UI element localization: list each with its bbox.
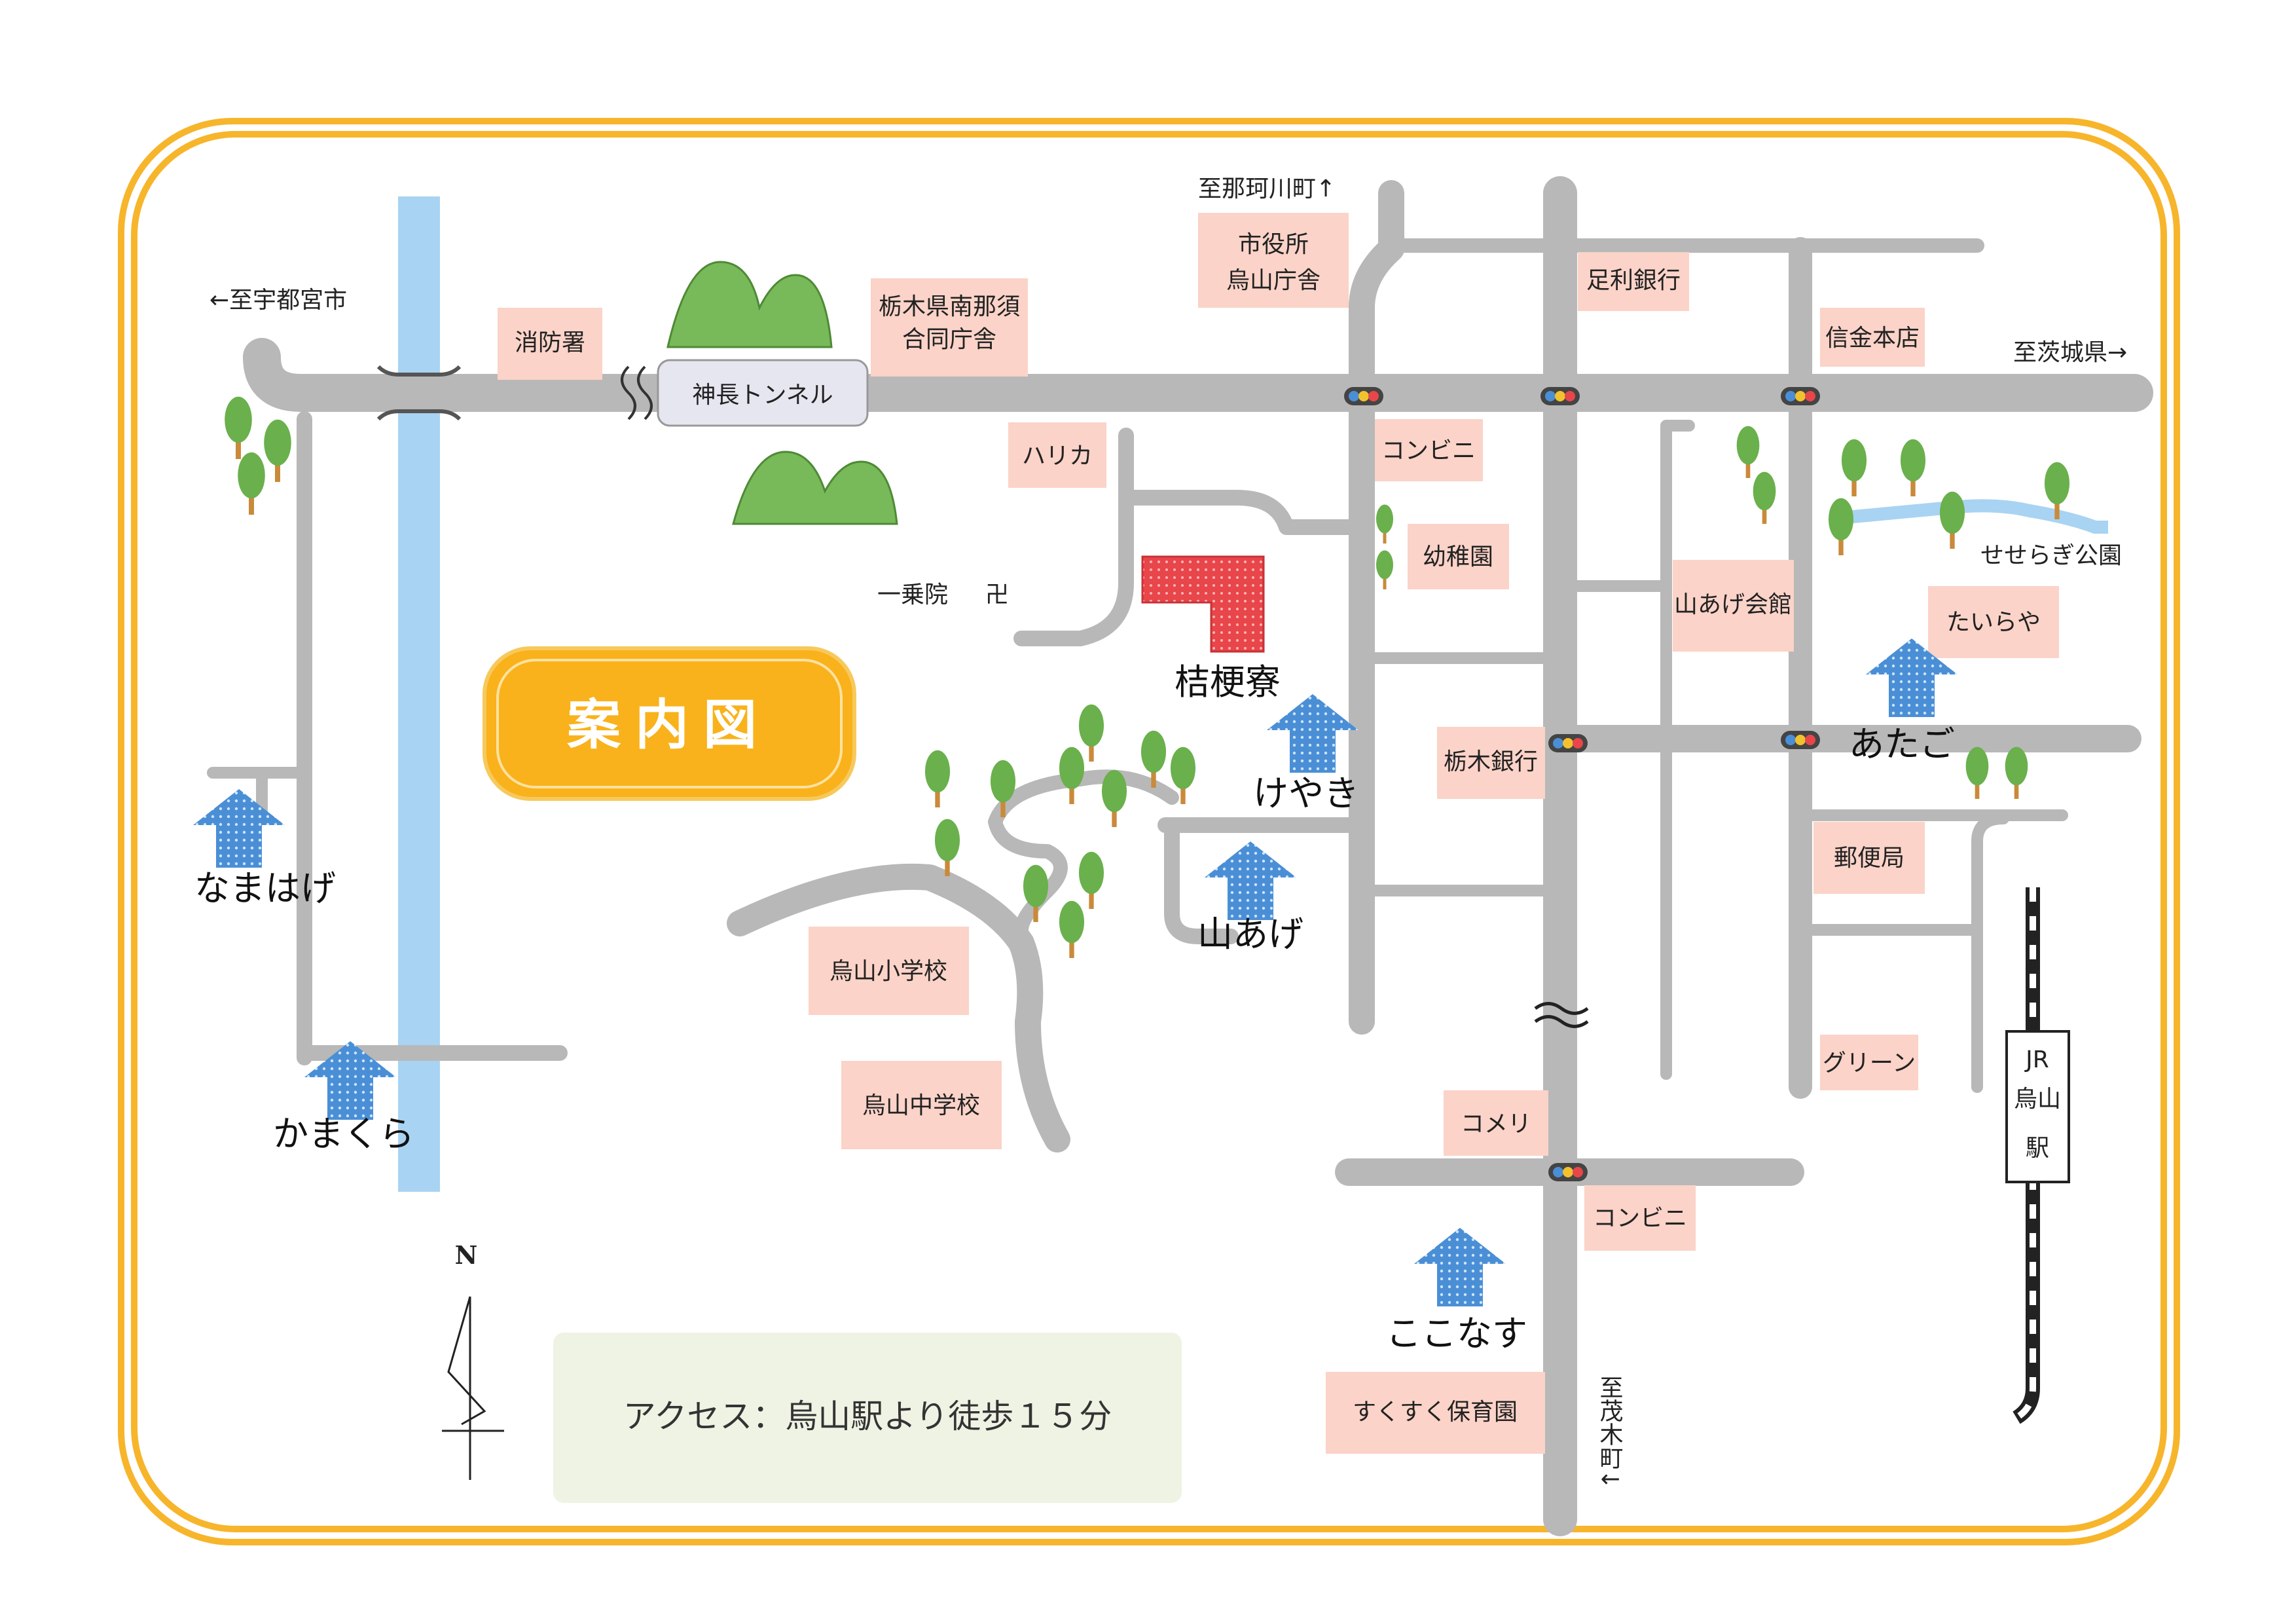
bridge <box>376 365 462 421</box>
north-arrow <box>442 1296 504 1480</box>
station-box <box>2005 1030 2070 1183</box>
label-tochigi-kensha-1: 栃木県南那須 <box>879 293 1020 320</box>
label-konbini-2: コンビニ <box>1593 1205 1687 1232</box>
label-green: グリーン <box>1823 1050 1916 1077</box>
label-sukusuku: すくすく保育園 <box>1353 1399 1518 1426</box>
title-badge-inner <box>496 659 843 788</box>
label-tochigi-bank: 栃木銀行 <box>1444 748 1538 775</box>
tunnel-mark <box>621 365 653 420</box>
traffic-lights <box>1344 387 1820 1181</box>
label-yamaage-kaikan: 山あげ会館 <box>1674 591 1792 618</box>
river <box>398 196 440 1192</box>
label-karasuyama-sho: 烏山小学校 <box>829 958 947 985</box>
label-yubinkyoku: 郵便局 <box>1834 845 1904 872</box>
temple-icon: 卍 <box>985 581 1009 608</box>
label-konbini-1: コンビニ <box>1381 437 1476 464</box>
label-yamaage: 山あげ <box>1197 913 1303 955</box>
roads <box>207 176 2153 1536</box>
label-station-1: JR <box>2024 1046 2049 1073</box>
label-station-2: 烏山 <box>2014 1086 2061 1113</box>
outer-frame <box>118 118 2180 1545</box>
map-title: 案内図 <box>567 694 771 756</box>
label-namahage: なまはげ <box>194 868 336 909</box>
north-label: N <box>455 1240 478 1270</box>
label-tairaya: たいらや <box>1946 609 2041 636</box>
access-text: アクセス：烏山駅より徒歩１５分 <box>623 1397 1112 1435</box>
label-komeri: コメリ <box>1461 1111 1531 1137</box>
title-badge <box>483 646 856 801</box>
label-ichijoin: 一乗院 <box>877 581 948 608</box>
label-station-3: 駅 <box>2026 1135 2049 1162</box>
label-tunnel: 神長トンネル <box>692 382 833 409</box>
railway <box>2012 887 2040 1424</box>
inner-frame <box>131 131 2167 1532</box>
landmark-labels: 消防署 栃木県南那須 合同庁舎 市役所 烏山庁舎 足利銀行 信金本店 ハリカ コ… <box>498 213 2059 1454</box>
label-ashikaga-bank: 足利銀行 <box>1586 267 1681 294</box>
label-kokonasu: ここなす <box>1386 1313 1527 1354</box>
arrow-namahage <box>193 789 285 868</box>
mountains <box>666 261 898 525</box>
label-seseragi: せせらぎ公園 <box>1980 542 2122 569</box>
direction-ibaraki: 至茨城県→ <box>2013 339 2127 366</box>
direction-utsunomiya: ←至宇都宮市 <box>210 287 347 314</box>
road-break-mark <box>1534 1002 1589 1028</box>
label-shiyakusho-2: 烏山庁舎 <box>1226 267 1321 294</box>
direction-nakagawa: 至那珂川町↑ <box>1198 175 1336 202</box>
label-kamakura: かまくら <box>273 1113 414 1154</box>
access-box <box>553 1333 1182 1503</box>
label-shiyakusho-1: 市役所 <box>1238 231 1309 258</box>
tunnel-box <box>657 359 869 427</box>
direction-motegi: 至茂木町↓ <box>1596 1375 1623 1489</box>
label-harika: ハリカ <box>1022 443 1093 470</box>
arrow-kokonasu <box>1414 1228 1506 1306</box>
label-keyaki: けやき <box>1253 773 1359 814</box>
stream <box>1846 499 2108 534</box>
label-target: 桔梗寮 <box>1175 661 1281 703</box>
label-shinkin: 信金本店 <box>1825 325 1920 352</box>
label-karasuyama-chu: 烏山中学校 <box>862 1092 980 1119</box>
label-shobosho: 消防署 <box>515 329 585 356</box>
target-building <box>1141 555 1265 653</box>
label-yochien: 幼稚園 <box>1423 544 1493 570</box>
label-atago: あたご <box>1849 724 1955 765</box>
arrow-keyaki <box>1267 694 1358 773</box>
label-tochigi-kensha-2: 合同庁舎 <box>902 326 996 353</box>
arrow-yamaage <box>1205 841 1296 920</box>
directions: ←至宇都宮市 至那珂川町↑ 至茨城県→ 至茂木町↓ <box>210 175 2127 1489</box>
